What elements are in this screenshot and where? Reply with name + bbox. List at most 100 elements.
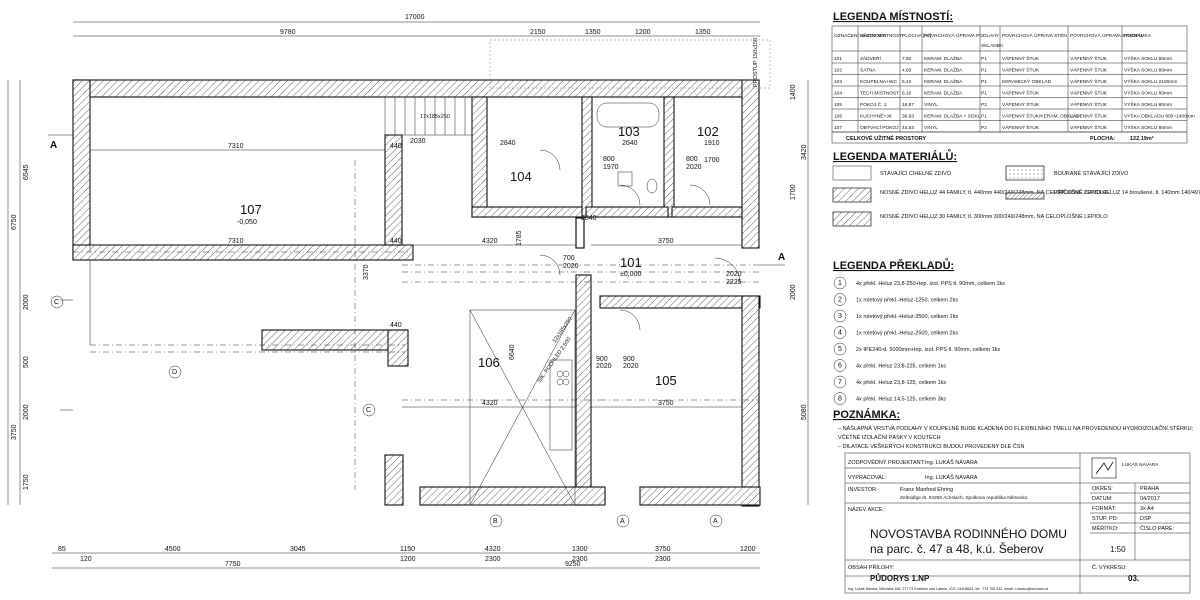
room-legend-cell: VÁPENNÝ ŠTUK — [1070, 90, 1108, 97]
svg-text:2020: 2020 — [623, 363, 639, 370]
svg-text:Franz Manfred Ehring: Franz Manfred Ehring — [900, 487, 953, 493]
svg-text:1150: 1150 — [400, 546, 415, 553]
svg-text:2300: 2300 — [485, 556, 501, 563]
svg-text:A: A — [778, 252, 785, 263]
lintel-number: 2 — [838, 297, 842, 304]
room-legend-cell: VÝŠKA OBKLADU 800~1400mm — [1124, 113, 1195, 120]
svg-text:OZNAČENÍ MÍSTNOSTI: OZNAČENÍ MÍSTNOSTI — [834, 32, 886, 39]
lintel-number-circle — [833, 392, 847, 405]
room-legend-cell: KERAM. DLAŽBA — [924, 66, 963, 74]
svg-text:17x185x250: 17x185x250 — [420, 114, 450, 120]
lintel-number-circle — [833, 326, 847, 339]
lintel-number: 1 — [838, 280, 842, 287]
svg-text:Zeltnidlge /6, 94250 Achslach,: Zeltnidlge /6, 94250 Achslach, Spolková … — [900, 495, 1028, 501]
room-legend-cell: P2 — [981, 125, 987, 131]
svg-text:MĚŘÍTKO:: MĚŘÍTKO: — [1092, 524, 1119, 532]
lintel-number: 8 — [838, 396, 842, 403]
lintel-number: 5 — [838, 346, 842, 353]
lintel-description: 1x roletový překl.-Heluz-2500, celkem 2k… — [856, 331, 958, 337]
svg-text:3420: 3420 — [801, 144, 808, 160]
room-101-level: ±0,000 — [620, 271, 641, 278]
svg-text:NÁZEV AKCE:: NÁZEV AKCE: — [848, 506, 885, 513]
svg-text:1350: 1350 — [585, 29, 601, 36]
svg-text:2000: 2000 — [790, 284, 797, 300]
svg-text:2030: 2030 — [410, 138, 426, 145]
svg-text:DATUM:: DATUM: — [1092, 496, 1113, 502]
svg-text:7310: 7310 — [228, 143, 244, 150]
svg-text:122,19m²: 122,19m² — [1130, 135, 1154, 142]
room-legend-cell: P1 — [981, 114, 987, 120]
svg-text:NÁZEV MÍSTNOSTI: NÁZEV MÍSTNOSTI — [860, 32, 903, 39]
svg-text:04/2017: 04/2017 — [1140, 496, 1160, 502]
room-legend-title: LEGENDA MÍSTNOSTÍ: — [833, 10, 953, 23]
svg-text:NOVOSTAVBA RODINNÉHO DOMU: NOVOSTAVBA RODINNÉHO DOMU — [870, 526, 1067, 541]
svg-text:440: 440 — [390, 322, 402, 329]
svg-text:440: 440 — [390, 143, 402, 150]
room-legend-cell: KERAM. DLAŽBA — [924, 89, 963, 97]
svg-text:3750: 3750 — [658, 238, 674, 245]
svg-text:Ing. Lukáš Návara, Mělnická 16: Ing. Lukáš Návara, Mělnická 165, 277 01 … — [848, 586, 1049, 591]
svg-text:VYPRACOVAL:: VYPRACOVAL: — [848, 475, 887, 481]
room-legend-cell: VÁPENNÝ ŠTUK — [1070, 113, 1108, 120]
room-legend-cell: VÁPENNÝ ŠTUK — [1002, 90, 1040, 97]
room-legend-cell: OBÝVACÍ POKOJ — [860, 124, 899, 131]
svg-text:1700: 1700 — [790, 184, 797, 200]
svg-text:4320: 4320 — [482, 238, 498, 245]
svg-text:Ing. LUKÁŠ NÁVARA: Ing. LUKÁŠ NÁVARA — [925, 474, 978, 481]
svg-text:2020: 2020 — [563, 263, 579, 270]
svg-text:17000: 17000 — [405, 14, 425, 21]
svg-text:3750: 3750 — [658, 400, 674, 407]
svg-text:DSP: DSP — [1140, 516, 1152, 522]
notes: POZNÁMKA: – NÁŠLAPNÁ VRSTVA PODLAHY V KO… — [833, 408, 1194, 450]
svg-text:CELKOVÉ UŽITNÉ PROSTORY: CELKOVÉ UŽITNÉ PROSTORY — [846, 134, 926, 142]
svg-text:2000: 2000 — [23, 404, 30, 420]
room-legend-cell: KUCHYNĚ+JK — [860, 112, 893, 120]
room-legend-cell: VINYL — [924, 125, 938, 131]
svg-text:900: 900 — [623, 356, 635, 363]
lintel-number: 7 — [838, 379, 842, 386]
svg-text:A: A — [620, 518, 625, 525]
svg-text:9780: 9780 — [280, 29, 296, 36]
title-block: ZODPOVĚDNÝ PROJEKTANT: Ing. LUKÁŠ NÁVARA… — [844, 452, 1191, 594]
room-legend-cell: 36,63 — [902, 114, 914, 120]
svg-text:1750: 1750 — [23, 474, 30, 490]
svg-text:500: 500 — [23, 356, 30, 368]
room-106-label: 106 — [478, 355, 500, 370]
svg-text:VČETNĚ IZOLAČNÍ PÁSKY V KOUTEC: VČETNĚ IZOLAČNÍ PÁSKY V KOUTECH — [838, 433, 941, 441]
lintel-description: 4x překl. Heluz 14,5-125, celkem 3ks — [856, 397, 946, 403]
svg-text:3370: 3370 — [363, 264, 370, 280]
room-legend-cell: VINYL — [924, 102, 938, 108]
svg-text:OKRES:: OKRES: — [1092, 486, 1113, 492]
svg-text:2640: 2640 — [622, 140, 638, 147]
svg-text:– NÁŠLAPNÁ VRSTVA PODLAHY V KO: – NÁŠLAPNÁ VRSTVA PODLAHY V KOUPELNĚ BUD… — [838, 424, 1194, 432]
svg-text:STÁVAJÍCÍ CIHELNÉ ZDIVO: STÁVAJÍCÍ CIHELNÉ ZDIVO — [880, 170, 952, 177]
company-logo: LUKÁŠ NÁVARA — [1091, 457, 1159, 479]
svg-text:03.: 03. — [1128, 574, 1139, 583]
lintel-description: 1x roletový překl.-Heluz-3500, celkem 1k… — [856, 314, 958, 320]
svg-text:OBSAH PŘÍLOHY:: OBSAH PŘÍLOHY: — [848, 563, 895, 571]
room-legend-cell: KERAM. DLAŽBA — [924, 77, 963, 85]
svg-text:7750: 7750 — [225, 561, 241, 568]
svg-text:2020: 2020 — [596, 363, 612, 370]
lintel-description: 1x roletový překl.-Heluz-1250, celkem 2k… — [856, 298, 958, 304]
lintel-number: 4 — [838, 330, 842, 337]
svg-text:A: A — [50, 140, 57, 151]
svg-text:4320: 4320 — [482, 400, 498, 407]
svg-text:800: 800 — [603, 156, 615, 163]
room-legend-cell: 107 — [834, 125, 842, 131]
svg-text:POVRCHOVÁ ÚPRAVA STĚN: POVRCHOVÁ ÚPRAVA STĚN — [1002, 31, 1067, 39]
room-legend-cell: P2 — [981, 102, 987, 108]
room-103-label: 103 — [618, 124, 640, 139]
plan-thin-lines — [60, 39, 771, 506]
svg-text:2300: 2300 — [572, 556, 588, 563]
svg-text:1200: 1200 — [740, 546, 756, 553]
svg-text:PLOCHA [m²]: PLOCHA [m²] — [902, 33, 931, 39]
room-102-label: 102 — [697, 124, 719, 139]
room-107-label: 107 — [240, 202, 262, 217]
room-legend-cell: 101 — [834, 56, 842, 62]
svg-text:4500: 4500 — [165, 546, 181, 553]
section-markers: A A C D C B A A — [48, 134, 785, 528]
room-legend-cell: 104 — [834, 91, 842, 97]
room-legend-cell: 105 — [834, 102, 842, 108]
